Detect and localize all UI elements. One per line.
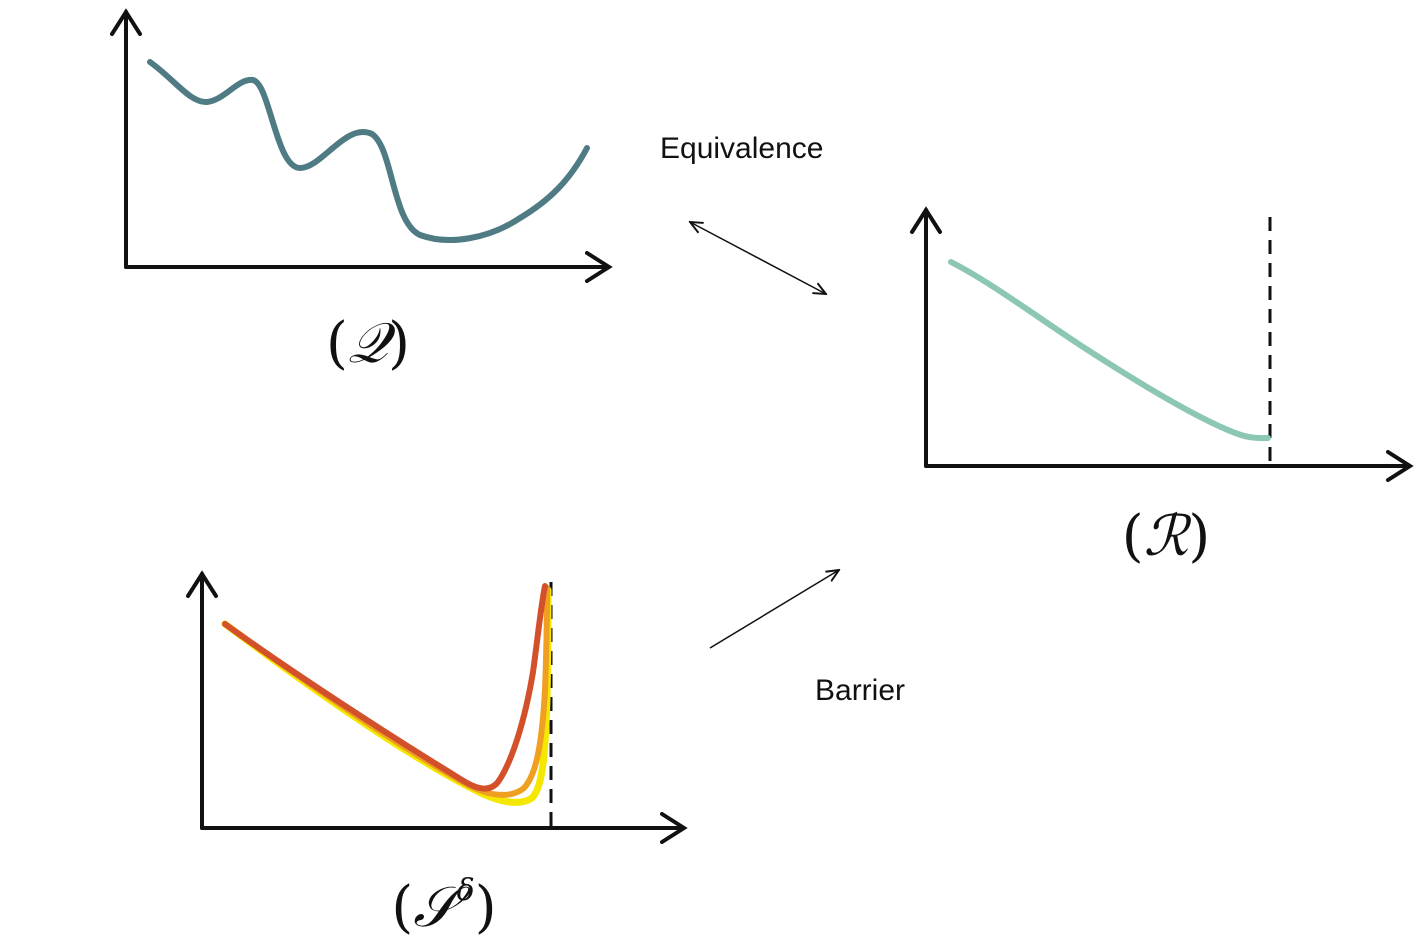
- panel-s-y-arrowhead: [186, 570, 218, 598]
- panel-s-x-arrowhead: [660, 812, 688, 844]
- panel-s-curve-2: [222, 585, 550, 798]
- panel-q-curve: [147, 59, 590, 243]
- panel-r-axes: [910, 206, 1414, 482]
- panel-s-label: (𝒮δ): [391, 873, 496, 940]
- panel-s-curve-1: [222, 583, 548, 792]
- panel-q: (𝒬): [110, 8, 613, 376]
- panel-r-curve: [948, 259, 1271, 442]
- panel-s-axes: [186, 570, 688, 844]
- barrier-label: Barrier: [815, 674, 905, 707]
- barrier-arrow: [709, 570, 839, 649]
- equivalence-relation: Equivalence: [660, 132, 826, 294]
- equivalence-label: Equivalence: [660, 132, 823, 165]
- panel-q-x-arrowhead: [585, 251, 613, 283]
- panel-r: (ℛ): [910, 206, 1414, 569]
- panel-r-y-arrowhead: [910, 206, 942, 234]
- panel-q-label: (𝒬): [326, 311, 410, 376]
- panel-r-label: (ℛ): [1122, 504, 1210, 569]
- barrier-relation: Barrier: [709, 570, 905, 707]
- equivalence-double-arrow: [690, 222, 826, 294]
- panel-s-curve-3: [221, 586, 552, 806]
- panel-q-y-arrowhead: [110, 8, 142, 36]
- panel-r-x-arrowhead: [1386, 450, 1414, 482]
- panel-s: (𝒮δ): [186, 570, 688, 940]
- panel-q-axes: [110, 8, 613, 283]
